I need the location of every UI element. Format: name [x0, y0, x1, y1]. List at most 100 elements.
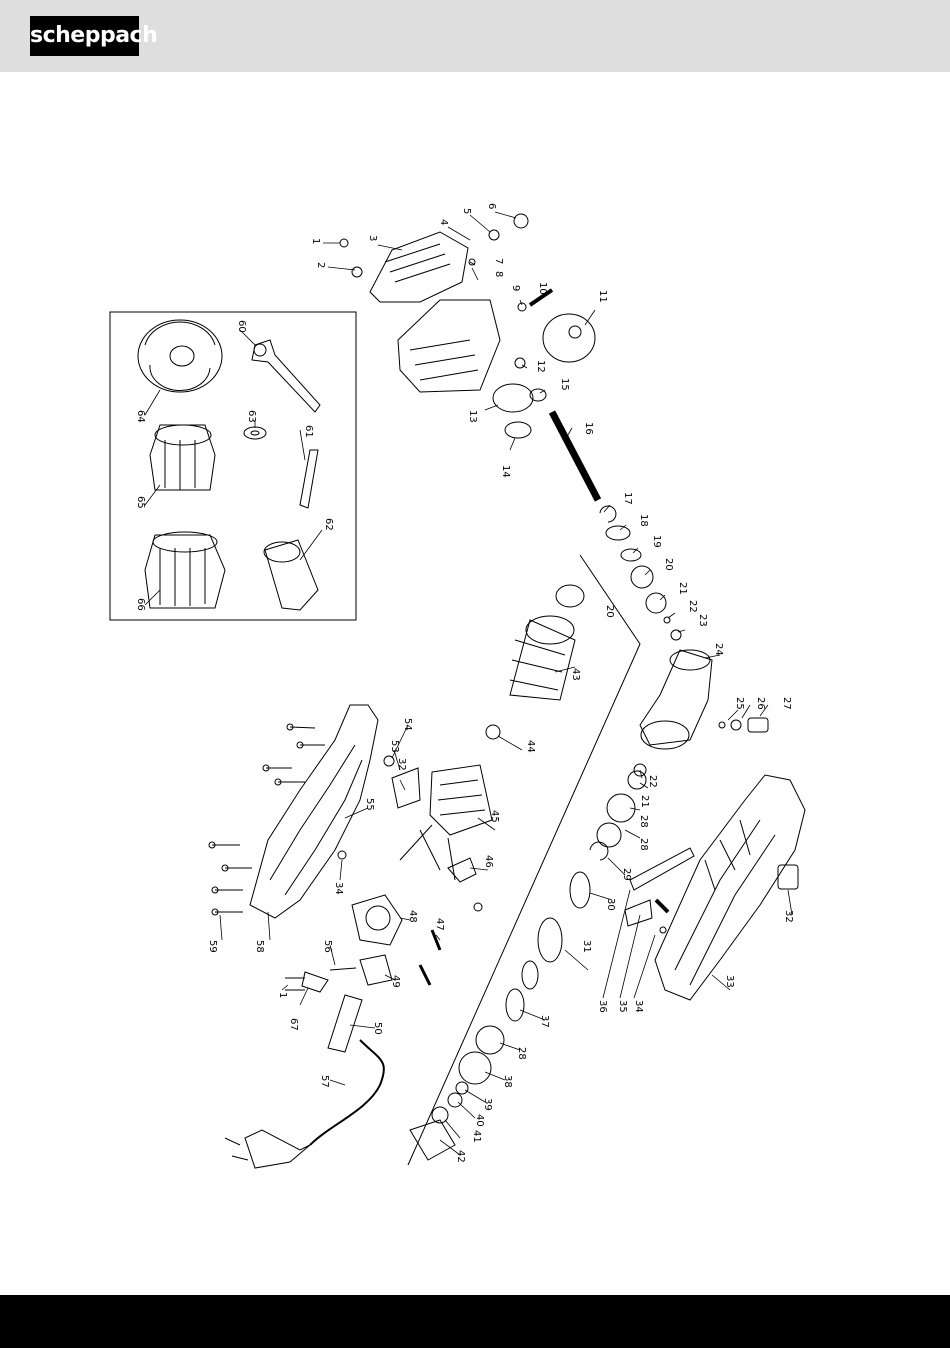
module-48: [352, 895, 402, 945]
screw-34b: [660, 927, 666, 933]
gear-21b: [628, 771, 646, 789]
washer-2: [352, 267, 362, 277]
part-label-56: 56: [322, 940, 333, 953]
part-label-15: 15: [559, 378, 570, 391]
part-label-30: 30: [605, 898, 616, 911]
part-label-25: 25: [734, 697, 745, 710]
accessory-inset-box: [110, 312, 356, 620]
gear-head-24: [640, 650, 712, 745]
adapter-62: [265, 540, 318, 610]
spring-5: [489, 230, 499, 240]
coupling-31: [538, 918, 562, 962]
part-label-47: 47: [434, 918, 445, 931]
part-label-53: 53: [389, 740, 400, 753]
part-label-6: 6: [486, 203, 497, 209]
bearing-44: [486, 725, 500, 739]
cable-clamp-67: [302, 972, 328, 992]
assembly-guide-line: [408, 555, 640, 1165]
part-label-46: 46: [483, 855, 494, 868]
part-label-37: 37: [539, 1015, 550, 1028]
part-label-32a: 32: [783, 910, 794, 923]
part-label-26: 26: [755, 697, 766, 710]
part-label-22a: 22: [687, 600, 698, 613]
wrench-60: [252, 340, 320, 412]
part-label-67: 67: [288, 1018, 299, 1031]
switch-53: [392, 768, 420, 808]
part-label-16: 16: [583, 422, 594, 435]
part-label-28b: 28: [638, 838, 649, 851]
part-label-28a: 28: [638, 815, 649, 828]
part-label-45: 45: [489, 810, 500, 823]
part-label-3: 3: [367, 235, 378, 241]
part-label-21b: 21: [639, 795, 650, 808]
part-label-55: 55: [364, 798, 375, 811]
top-cover: [370, 232, 468, 302]
button-27: [748, 718, 768, 732]
screw-1: [340, 239, 348, 247]
part-label-50: 50: [372, 1022, 383, 1035]
bearing-20b: [556, 585, 584, 607]
part-label-61: 61: [303, 425, 314, 438]
part-label-4: 4: [438, 219, 449, 225]
part-label-64: 64: [135, 410, 146, 423]
part-label-27: 27: [781, 697, 792, 710]
housing-half-58: [250, 705, 378, 918]
part-label-13: 13: [467, 410, 478, 423]
bearing-28b: [597, 823, 621, 847]
plug: [245, 1130, 310, 1168]
bearing-28c: [476, 1026, 504, 1054]
part-label-62: 62: [323, 518, 334, 531]
part-label-14: 14: [500, 465, 511, 478]
part-label-1: 1: [310, 238, 321, 244]
hex-key-61: [300, 450, 318, 508]
switch-cover-32: [778, 865, 798, 889]
armature-43: [510, 620, 575, 700]
part-label-9: 9: [510, 285, 521, 291]
bearing-20: [631, 566, 653, 588]
switch-49: [360, 955, 392, 985]
part-label-7: 7: [493, 258, 504, 264]
part-label-12: 12: [535, 360, 546, 373]
washer-63: [244, 427, 266, 439]
circlip-17: [600, 506, 616, 522]
part-label-63: 63: [246, 410, 257, 423]
part-label-22b: 22: [647, 775, 658, 788]
slide-36: [630, 848, 694, 890]
part-label-33: 33: [724, 975, 735, 988]
part-label-49: 49: [390, 975, 401, 988]
part-label-34a: 34: [633, 1000, 644, 1013]
leader-lines: [145, 212, 792, 1155]
ring-39: [456, 1082, 468, 1094]
part-label-39: 39: [482, 1098, 493, 1111]
part-label-48: 48: [407, 910, 418, 923]
part-label-57: 57: [319, 1075, 330, 1088]
power-cable-57: [310, 1040, 384, 1145]
brush-66: [145, 535, 225, 608]
part-label-58: 58: [254, 940, 265, 953]
part-label-19: 19: [651, 535, 662, 548]
part-label-36: 36: [597, 1000, 608, 1013]
part-label-28c: 28: [516, 1047, 527, 1060]
part-label-35: 35: [617, 1000, 628, 1013]
nut-6: [514, 214, 528, 228]
part-label-23: 23: [697, 614, 708, 627]
part-label-59: 59: [207, 940, 218, 953]
part-label-2: 2: [315, 262, 326, 268]
part-label-11: 11: [597, 290, 608, 303]
part-label-29: 29: [621, 868, 632, 881]
spindle-bearing: [493, 384, 533, 412]
part-label-5: 5: [461, 208, 472, 214]
part-label-34b: 34: [333, 882, 344, 895]
gear-38: [459, 1052, 491, 1084]
gear-21: [646, 593, 666, 613]
ring-22: [664, 617, 670, 623]
washer-19: [621, 549, 641, 561]
part-label-60: 60: [236, 320, 247, 333]
part-label-43: 43: [570, 668, 581, 681]
part-label-1b: 1: [277, 992, 288, 998]
part-label-40: 40: [474, 1114, 485, 1127]
part-label-54: 54: [402, 718, 413, 731]
nut-12: [515, 358, 525, 368]
part-label-8: 8: [493, 271, 504, 277]
capacitor-47: [432, 930, 440, 950]
